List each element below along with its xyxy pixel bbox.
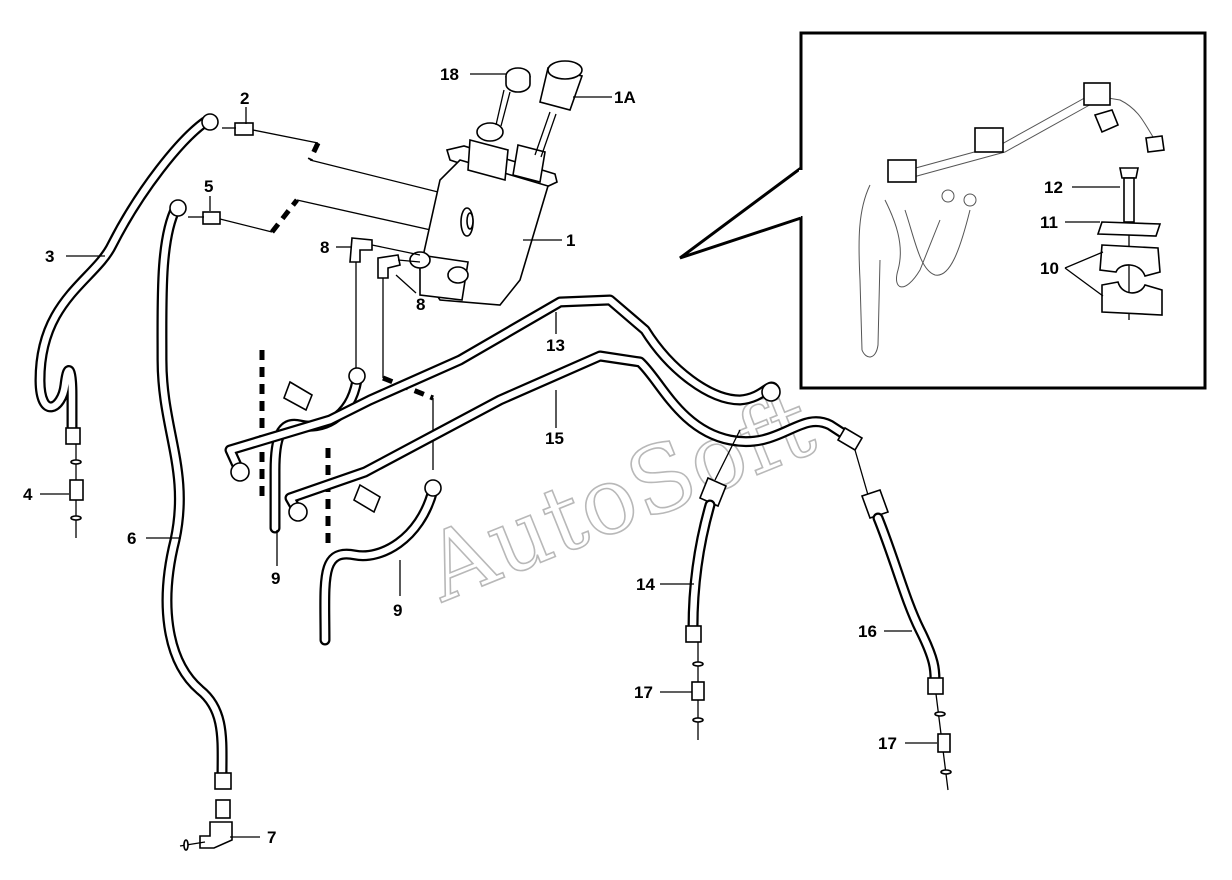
callout-14: 14 [636,575,655,594]
hose-3-nut [65,427,81,445]
callout-17-left: 17 [634,683,653,702]
callout-3: 3 [45,247,54,266]
hose-3-elbow [201,113,219,131]
actuator-1a [539,60,584,111]
fitting-2 [222,122,471,201]
callout-17-right: 17 [878,734,897,753]
callout-18: 18 [440,65,459,84]
pipe-13 [224,294,781,482]
fitting-4 [69,444,84,538]
callout-16: 16 [858,622,877,641]
fitting-7 [179,799,233,851]
callout-4: 4 [23,485,33,504]
callout-1a: 1A [614,88,636,107]
callout-1: 1 [566,231,575,250]
fitting-5 [188,198,463,238]
inset-clamp-3 [1083,82,1111,106]
callout-15: 15 [545,429,564,448]
detail-inset [679,31,1207,390]
pipe-15 [284,350,864,522]
callout-10: 10 [1040,259,1059,278]
hose-6-elbow [169,199,187,217]
callout-12: 12 [1044,178,1063,197]
plate-11 [1096,221,1162,237]
callout-5: 5 [204,177,213,196]
callout-2: 2 [240,89,249,108]
callout-9-left: 9 [271,569,280,588]
clamp-half-10-bottom [1101,281,1163,316]
callout-6: 6 [127,529,136,548]
clamp-half-10-top [1099,244,1161,277]
callout-8-right: 8 [416,295,425,314]
hose-14 [685,429,741,740]
hose-6-nut [214,772,232,790]
callout-11: 11 [1040,213,1058,232]
inset-clamp-2 [974,127,1004,153]
hose-6 [156,199,232,790]
cap-18 [505,67,531,93]
leader-lines [40,73,1120,838]
hose-9-right [319,448,442,646]
callout-7: 7 [267,828,276,847]
elbow-8-left [349,237,421,370]
inset-clamp-1 [887,159,917,183]
watermark-text: AutoSoft [409,371,828,623]
hose-16 [854,449,952,791]
callout-9-right: 9 [393,601,402,620]
hose-3 [34,113,219,445]
callout-8-left: 8 [320,238,329,257]
callout-13: 13 [546,336,565,355]
valve-1 [409,89,558,306]
